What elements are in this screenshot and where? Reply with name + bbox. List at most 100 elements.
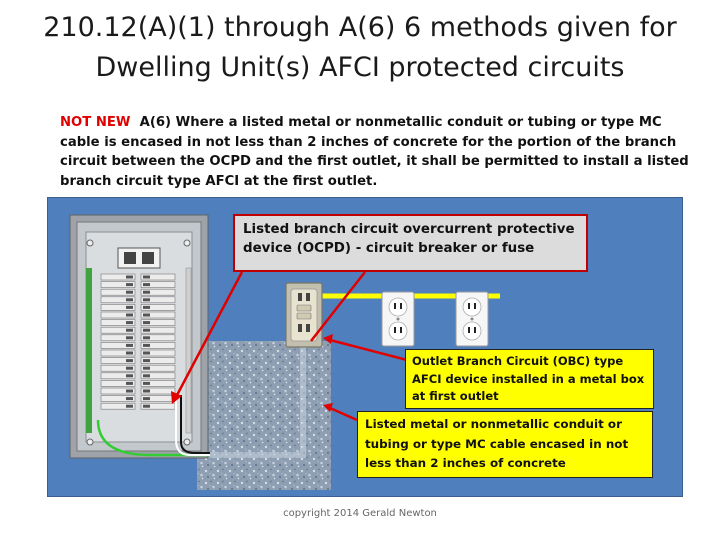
arrow-to-breaker [174,271,244,398]
breaker [100,326,136,334]
breaker-handle [126,389,133,393]
breaker-handle [126,305,133,309]
breaker-handle [126,374,133,378]
breaker-handle [143,359,150,363]
arrow-to-concrete [329,406,358,422]
breaker-handle [143,343,150,347]
breaker-handle [143,321,150,325]
ground-wire [96,419,210,457]
breaker-handle [143,351,150,355]
breaker-handle [143,381,150,385]
breaker-handle [126,343,133,347]
slide-title: 210.12(A)(1) through A(6) 6 methods give… [0,8,720,88]
breaker-handle [126,321,133,325]
callout-arrows [171,271,408,422]
breaker-handle [143,397,150,401]
breaker [140,319,176,326]
breaker-handle [143,290,150,294]
title-line-1: 210.12(A)(1) through A(6) 6 methods give… [43,12,677,43]
breaker-handle [126,359,133,363]
arrow-to-breaker-head [171,391,182,404]
breaker-handle [126,397,133,401]
breaker [100,342,136,349]
breaker-handle [143,404,150,408]
copyright-notice: copyright 2014 Gerald Newton [283,508,437,519]
arrow-to-concrete-head [323,403,333,412]
breaker-handle [126,283,133,287]
breaker-handle [126,351,133,355]
breaker [140,288,176,296]
title-line-2: Dwelling Unit(s) AFCI protected circuits [95,52,625,83]
breaker [100,364,136,372]
neutral-wire [175,395,210,456]
breaker [100,357,136,364]
concrete-slab [197,341,331,490]
obc-afci-callout: Outlet Branch Circuit (OBC) type AFCI de… [405,349,654,409]
breaker [100,349,136,357]
breaker-handle [126,275,133,279]
hot-wire [180,395,210,454]
panelboard [69,214,209,459]
arrow-ocpd-to-outlet [310,271,366,342]
breaker-handle [126,313,133,317]
breaker [140,326,176,334]
breaker-handle [126,366,133,370]
breaker [100,304,136,311]
breaker [140,304,176,311]
arrow-to-outlet-box-head [323,334,333,344]
breaker [140,349,176,357]
breaker-handle [143,283,150,287]
receptacle-3 [455,291,489,347]
breaker-handle [143,366,150,370]
branch-wiring [96,395,210,457]
breaker [100,319,136,326]
breaker-handle [126,404,133,408]
breaker-handle [143,336,150,340]
breaker-handle [126,336,133,340]
breaker [140,296,176,304]
breaker [140,387,176,395]
breaker-rows [100,273,176,410]
breaker [100,380,136,387]
breaker [140,380,176,387]
breaker [100,402,136,410]
encased-conduit-path [207,343,306,458]
breaker [140,334,176,342]
breaker [100,288,136,296]
breaker-handle [143,313,150,317]
breaker-handle [126,328,133,332]
breaker [100,387,136,395]
ground-bar [86,268,92,433]
intro-text: A(6) Where a listed metal or nonmetallic… [60,115,689,189]
arrow-to-outlet-box [329,338,408,362]
breaker [100,334,136,342]
breaker-handle [143,298,150,302]
breaker-handle [143,328,150,332]
breaker [100,273,136,281]
breaker [100,311,136,319]
breaker [100,281,136,288]
breaker-handle [143,305,150,309]
breaker [100,395,136,402]
afci-outlet-metal-box [285,282,323,348]
ocpd-callout: Listed branch circuit overcurrent protec… [233,214,588,272]
breaker [140,342,176,349]
neutral-bar [185,267,192,434]
breaker [140,357,176,364]
breaker [140,364,176,372]
breaker [140,281,176,288]
breaker-handle [143,275,150,279]
receptacle-2 [381,291,415,347]
not-new-label: NOT NEW [60,115,131,130]
breaker-handle [126,290,133,294]
breaker-handle [143,374,150,378]
breaker-handle [126,381,133,385]
breaker [140,273,176,281]
conduit-callout: Listed metal or nonmetallic conduit or t… [357,411,653,478]
intro-paragraph: NOT NEW A(6) Where a listed metal or non… [60,113,700,191]
breaker [100,296,136,304]
breaker [140,372,176,380]
breaker [140,311,176,319]
breaker-handle [126,298,133,302]
